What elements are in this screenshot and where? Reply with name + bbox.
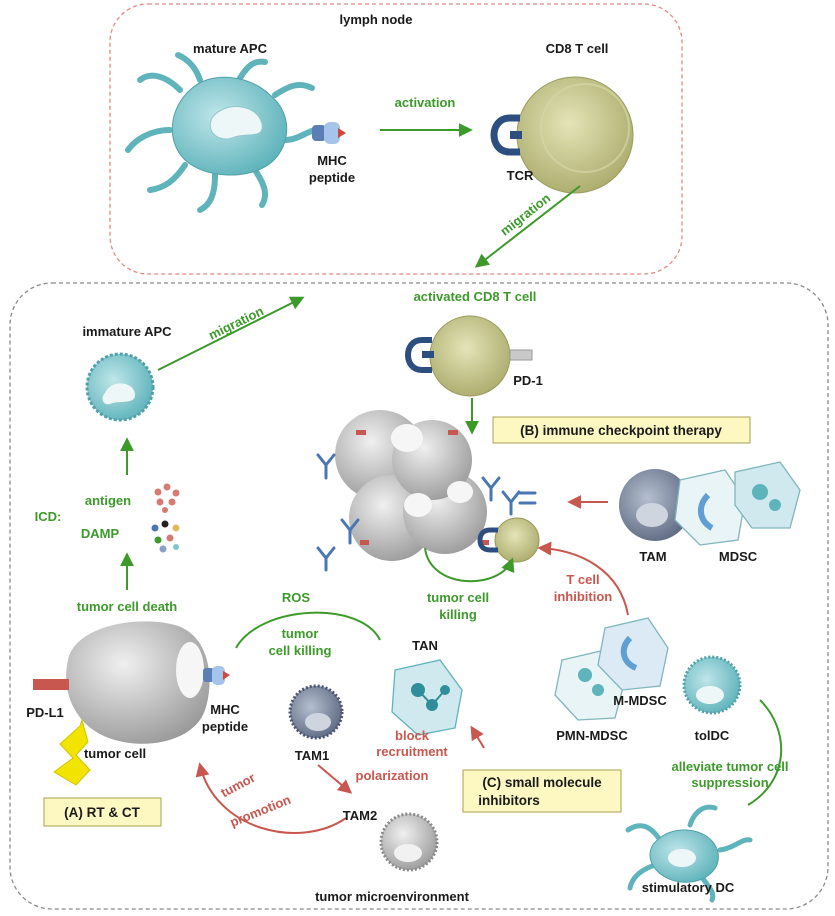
polarization-arrow <box>317 764 353 794</box>
stimulatory-dc-cell <box>625 804 753 903</box>
tumor-killing-arc <box>424 547 515 583</box>
migration-out-arrow <box>474 185 581 268</box>
tam2-label: TAM2 <box>343 808 377 823</box>
tam1-label: TAM1 <box>295 748 329 763</box>
activated-cd8-t-cell <box>429 315 511 397</box>
toldc-cell <box>682 655 742 715</box>
tumor-cell-cluster <box>335 410 487 561</box>
polarization-label: polarization <box>356 768 429 783</box>
pd1-receptor-icon <box>509 349 533 361</box>
immune-checkpoint-label: (B) immune checkpoint therapy <box>520 423 722 438</box>
tumor-cell-death-label: tumor cell death <box>77 599 177 614</box>
alleviate-label-1: alleviate tumor cell <box>671 759 788 774</box>
mdsc-label: MDSC <box>719 549 758 564</box>
block-recruitment-2: recruitment <box>376 744 448 759</box>
small-molecule-label-1: (C) small molecule <box>482 775 602 790</box>
tam-label: TAM <box>639 549 666 564</box>
tam1-cell <box>288 684 344 740</box>
pd-l1-marker-icon <box>356 430 489 545</box>
block-recruitment-1: block <box>395 728 430 743</box>
activated-tcr-icon <box>404 337 434 373</box>
immune-checkpoint-callout: (B) immune checkpoint therapy <box>492 416 751 444</box>
damp-label: DAMP <box>81 526 120 541</box>
tcr-label: TCR <box>507 168 534 183</box>
mature-apc-label: mature APC <box>193 41 268 56</box>
pd1-label: PD-1 <box>513 373 543 388</box>
tumor-cell-killing-b1: tumor cell <box>427 590 489 605</box>
cd8-t-cell <box>516 76 634 194</box>
tumor-cell-killing-2: cell killing <box>269 643 332 658</box>
cd8-t-cell-label: CD8 T cell <box>546 41 609 56</box>
tan-cell <box>391 659 463 736</box>
t-cell-inhibition-2: inhibition <box>554 589 613 604</box>
rt-ct-callout: (A) RT & CT <box>43 797 162 827</box>
killing-tcr-icon <box>477 527 498 553</box>
tumor-mhc-label: MHC <box>210 702 240 717</box>
t-cell-inhibition-arc <box>537 541 629 616</box>
mature-apc-cell <box>125 52 323 213</box>
mdsc-cell-top <box>674 461 801 546</box>
small-molecule-callout: (C) small molecule inhibitors <box>462 769 622 813</box>
icd-label: ICD: <box>35 509 62 524</box>
tumor-cell-killing-1: tumor <box>282 626 319 641</box>
tumor-peptide-label: peptide <box>202 719 248 734</box>
activation-label: activation <box>395 95 456 110</box>
migration-in-arrow <box>157 296 305 371</box>
alleviate-arc <box>747 699 783 806</box>
damp-dots-icon <box>151 520 180 553</box>
rt-ct-label: (A) RT & CT <box>64 805 140 820</box>
pmn-mdsc-label: PMN-MDSC <box>556 728 628 743</box>
tumor-cell <box>66 621 210 744</box>
ros-killing-arc <box>235 611 381 649</box>
small-molecule-label-2: inhibitors <box>478 793 540 808</box>
toldc-label: tolDC <box>695 728 730 743</box>
immature-apc-cell <box>85 352 155 422</box>
pd-l1-label: PD-L1 <box>26 705 64 720</box>
mhc-peptide-icon <box>312 122 346 144</box>
lymph-node-label: lymph node <box>340 12 413 27</box>
tam-cell <box>619 469 691 541</box>
tan-label: TAN <box>412 638 438 653</box>
block-recruitment-arrow <box>470 725 485 749</box>
tumor-promotion-1: tumor <box>218 770 258 801</box>
stimulatory-dc-label: stimulatory DC <box>642 880 735 895</box>
antigen-dots-icon <box>154 483 180 513</box>
immature-apc-label: immature APC <box>82 324 172 339</box>
pd-l1-receptor-icon <box>33 679 69 690</box>
ros-label: ROS <box>282 590 311 605</box>
m-mdsc-label: M-MDSC <box>613 693 667 708</box>
m-mdsc-cell <box>597 617 669 691</box>
tumor-cell-killing-b2: killing <box>439 607 477 622</box>
tumor-promotion-2: promotion <box>228 792 293 830</box>
tam2-cell <box>379 812 439 872</box>
lightning-icon <box>53 718 91 786</box>
t-cell-inhibition-1: T cell <box>566 572 599 587</box>
tumor-microenvironment-region <box>9 282 829 910</box>
alleviate-label-2: suppression <box>691 775 768 790</box>
peptide-label: peptide <box>309 170 355 185</box>
mhc-label: MHC <box>317 153 347 168</box>
antigen-label: antigen <box>85 493 131 508</box>
antibody-icon <box>316 453 537 572</box>
killing-t-cell <box>494 517 540 563</box>
activated-cd8-label: activated CD8 T cell <box>414 289 537 304</box>
tumor-promotion-arc <box>195 762 347 834</box>
tumor-mhc-peptide-icon <box>203 666 230 685</box>
tumor-cell-label: tumor cell <box>84 746 146 761</box>
migration-in-label: migration <box>206 303 266 342</box>
lymph-node-region <box>109 3 683 275</box>
tcr-receptor-icon <box>490 114 522 156</box>
tumor-microenvironment-label: tumor microenvironment <box>315 889 470 904</box>
